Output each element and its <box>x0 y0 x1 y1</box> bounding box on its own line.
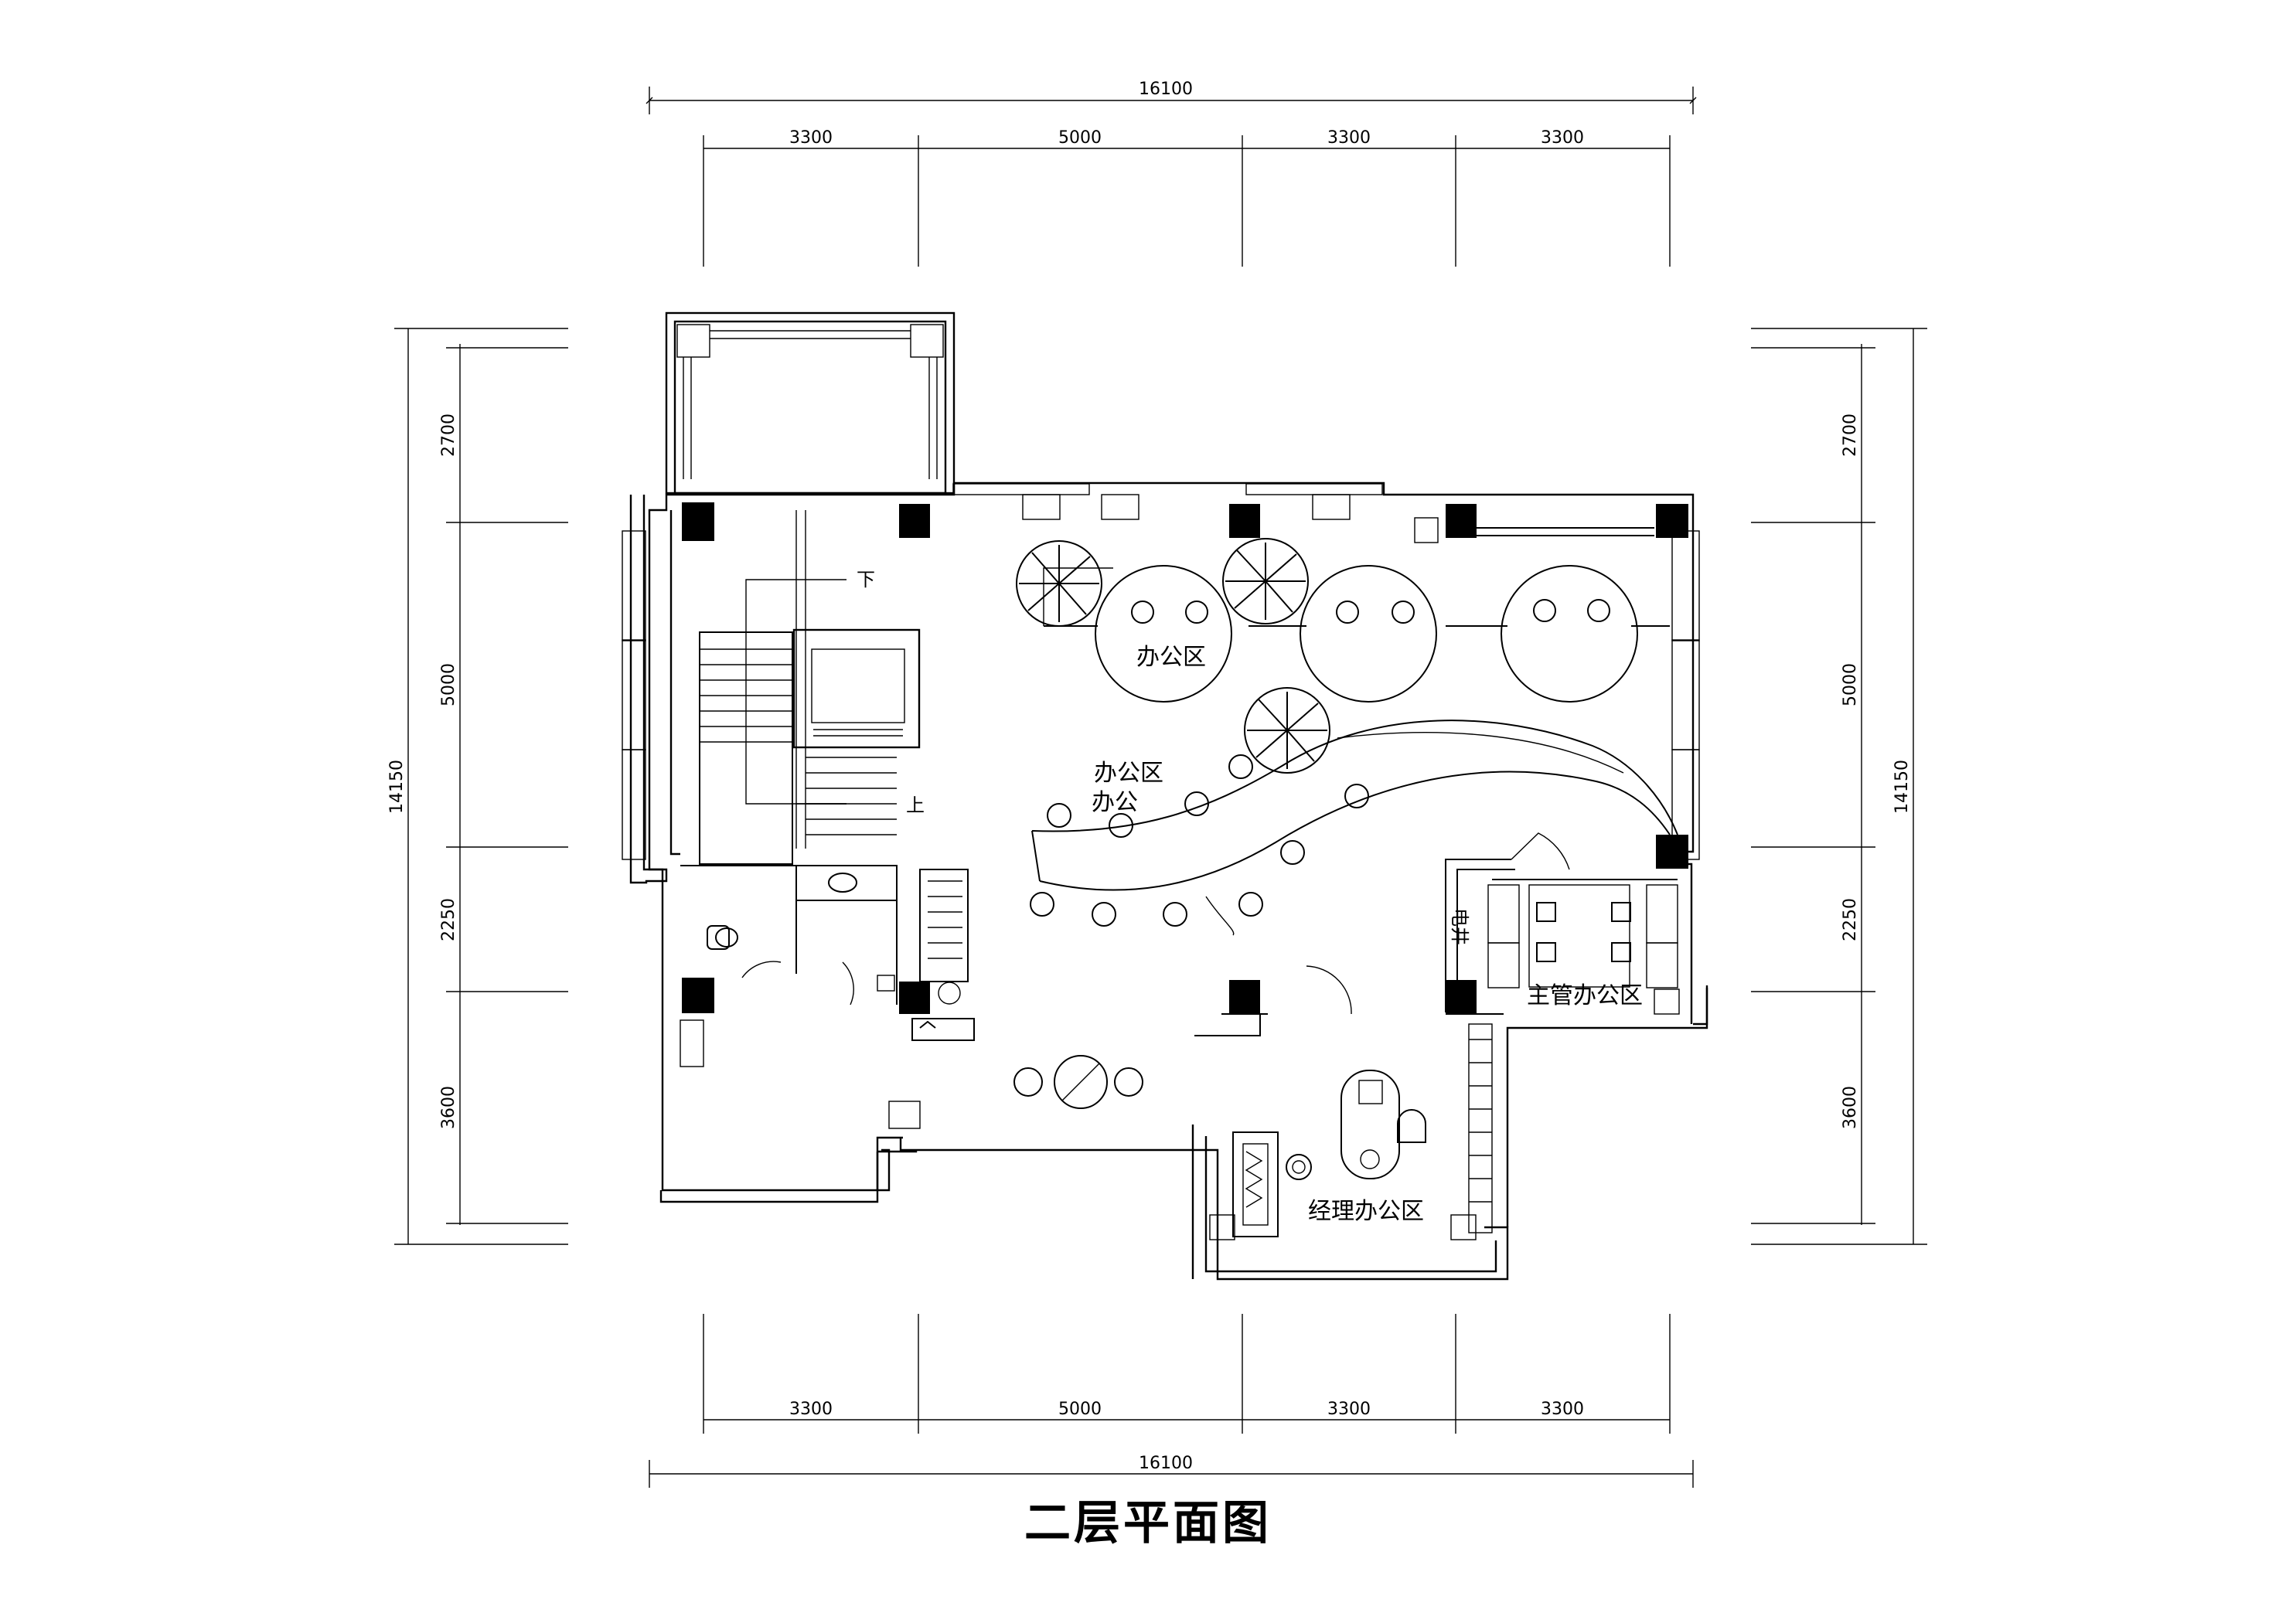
dim-left-seg-4: 3600 <box>439 1086 458 1129</box>
dim-bottom-seg-3: 3300 <box>1327 1400 1371 1419</box>
drawing-title: 二层平面图 <box>1024 1496 1272 1550</box>
staircase: 下 上 <box>699 510 925 865</box>
dim-top-seg-3: 3300 <box>1327 128 1371 148</box>
office-area-2-overlap-label: 办公 <box>1092 789 1138 816</box>
elevator-shaft <box>792 628 921 749</box>
column <box>1229 980 1260 1014</box>
chair <box>1163 902 1187 927</box>
stair-down-mark: 下 <box>857 569 875 590</box>
manager-office-label: 经理办公区 <box>1308 1198 1424 1225</box>
chair <box>1238 892 1263 917</box>
plant-icon <box>1222 538 1309 624</box>
column <box>899 982 930 1014</box>
wall-radiator <box>1414 517 1654 543</box>
supervisor-office-label: 主管办公区 <box>1527 982 1643 1009</box>
dim-left-seg-1: 2700 <box>439 413 458 457</box>
electrical-shaft-label: 电井 <box>1449 908 1470 945</box>
office-area-curved: 办公区 办公 <box>1030 720 1678 936</box>
dimension-left: 14150 2700 5000 2250 3600 <box>387 328 568 1245</box>
chair <box>1536 942 1556 962</box>
dim-right-seg-4: 3600 <box>1841 1086 1860 1129</box>
column <box>682 978 714 1013</box>
column <box>1656 504 1688 538</box>
office-area-1-label: 办公区 <box>1136 644 1206 671</box>
dimension-right: 14150 2700 5000 2250 3600 <box>1751 328 1927 1245</box>
chair <box>1185 601 1208 624</box>
dim-left-total: 14150 <box>387 760 407 814</box>
dim-bottom-seg-4: 3300 <box>1541 1400 1584 1419</box>
chair <box>1228 754 1253 779</box>
column <box>1656 835 1688 869</box>
manager-desk <box>1340 1070 1400 1179</box>
plant-icon <box>1016 540 1102 627</box>
chair <box>1109 813 1133 838</box>
chair <box>1587 599 1610 622</box>
dim-right-seg-3: 2250 <box>1841 898 1860 941</box>
column <box>1446 980 1477 1014</box>
office-area-top: 办公区 <box>1043 565 1670 703</box>
chair <box>1336 601 1359 624</box>
column <box>682 502 714 541</box>
dim-left-seg-2: 5000 <box>439 663 458 706</box>
dim-top-total: 16100 <box>1139 80 1193 99</box>
plant-icon <box>1244 687 1330 774</box>
chair <box>1344 784 1369 808</box>
column <box>899 504 930 538</box>
display-cabinet <box>911 869 975 1041</box>
chair <box>1280 840 1305 865</box>
dim-right-seg-1: 2700 <box>1841 413 1860 457</box>
chair <box>1184 791 1209 816</box>
dim-left-seg-3: 2250 <box>439 898 458 941</box>
dim-bottom-seg-1: 3300 <box>789 1400 833 1419</box>
dim-bottom-total: 16100 <box>1139 1454 1193 1473</box>
dim-top-seg-2: 5000 <box>1058 128 1102 148</box>
chair <box>1131 601 1154 624</box>
chair <box>1536 902 1556 922</box>
chair <box>1611 902 1631 922</box>
dim-right-seg-2: 5000 <box>1841 663 1860 706</box>
chair <box>1611 942 1631 962</box>
chair <box>1533 599 1556 622</box>
exterior-walls <box>622 311 1708 1281</box>
stair-up-mark: 上 <box>906 794 925 816</box>
supervisor-office: 电井 主管办公区 <box>1445 832 1678 1012</box>
dimension-top: 16100 3300 5000 3300 3300 <box>646 80 1697 267</box>
dim-top-seg-4: 3300 <box>1541 128 1584 148</box>
chair <box>1030 892 1054 917</box>
dimension-bottom: 16100 3300 5000 3300 3300 <box>649 1314 1694 1488</box>
chair <box>1397 1109 1426 1143</box>
dim-bottom-seg-2: 5000 <box>1058 1400 1102 1419</box>
chair <box>1047 803 1071 828</box>
sofa <box>1232 1131 1279 1237</box>
chair <box>1092 902 1116 927</box>
corner-detail <box>680 988 1680 1240</box>
chair <box>1392 601 1415 624</box>
office-area-2-label: 办公区 <box>1094 760 1163 787</box>
dim-right-total: 14150 <box>1892 760 1912 814</box>
column <box>1446 504 1477 538</box>
manager-office: 经理办公区 <box>1194 965 1504 1237</box>
structural-columns <box>682 502 1688 1014</box>
restroom <box>680 865 898 1005</box>
dim-top-seg-1: 3300 <box>789 128 833 148</box>
column <box>1229 504 1260 538</box>
coffee-table <box>1013 1055 1143 1109</box>
